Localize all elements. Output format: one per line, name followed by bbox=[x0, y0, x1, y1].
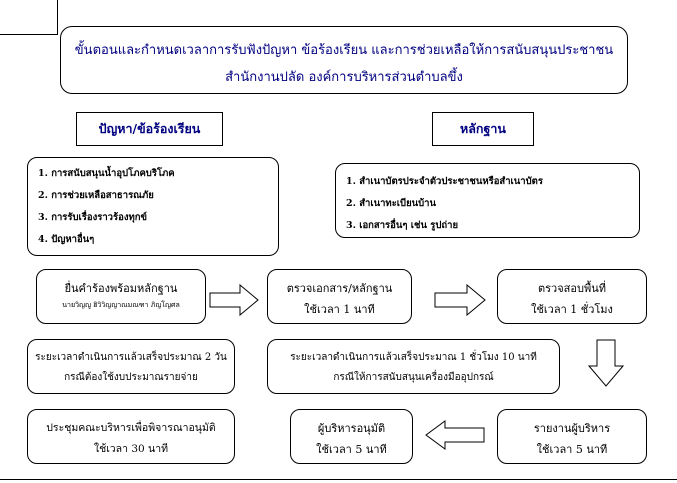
executive-approval-box: ผู้บริหารอนุมัติ ใช้เวลา 5 นาที bbox=[290, 409, 413, 464]
evidence-item-2: 2. สำเนาทะเบียนบ้าน bbox=[346, 198, 436, 209]
title-line-1: ขั้นตอนและกำหนดเวลาการรับฟังปัญหา ข้อร้อ… bbox=[74, 43, 614, 58]
right-arrow-2 bbox=[434, 284, 486, 316]
budget-case-box: ระยะเวลาดำเนินการแล้วเสร็จประมาณ 2 วัน ก… bbox=[27, 339, 235, 394]
check-documents-box: ตรวจเอกสาร/หลักฐาน ใช้เวลา 1 นาที bbox=[267, 269, 412, 324]
evidence-item-1: 1. สำเนาบัตรประจำตัวประชาชนหรือสำเนาบัตร bbox=[346, 176, 543, 187]
budget-case-condition: กรณีต้องใช้งบประมาณรายจ่าย bbox=[64, 372, 198, 383]
executive-approval-time: ใช้เวลา 5 นาที bbox=[316, 443, 387, 456]
inspect-area-box: ตรวจสอบพื้นที่ ใช้เวลา 1 ชั่วโมง bbox=[497, 269, 647, 324]
equipment-case-box: ระยะเวลาดำเนินการแล้วเสร็จประมาณ 1 ชั่วโ… bbox=[267, 339, 560, 394]
evidence-header: หลักฐาน bbox=[432, 112, 534, 146]
frame-bottom-line bbox=[0, 479, 677, 480]
right-arrow-1 bbox=[209, 284, 259, 316]
frame-corner bbox=[0, 0, 58, 35]
title-box: ขั้นตอนและกำหนดเวลาการรับฟังปัญหา ข้อร้อ… bbox=[60, 26, 628, 94]
problems-header: ปัญหา/ข้อร้องเรียน bbox=[76, 112, 223, 146]
evidence-item-3: 3. เอกสารอื่นๆ เช่น รูปถ่าย bbox=[346, 220, 459, 231]
problem-item-2: 2. การช่วยเหลือสาธารณภัย bbox=[38, 190, 154, 201]
equipment-case-condition: กรณีให้การสนับสนุนเครื่องมืออุปกรณ์ bbox=[333, 372, 494, 383]
left-arrow bbox=[425, 420, 485, 450]
problems-list-box: 1. การสนับสนุนน้ำอุปโภคบริโภค 2. การช่วย… bbox=[27, 157, 279, 256]
evidence-list-box: 1. สำเนาบัตรประจำตัวประชาชนหรือสำเนาบัตร… bbox=[335, 163, 640, 238]
down-arrow bbox=[588, 339, 624, 387]
report-executive-box: รายงานผู้บริหาร ใช้เวลา 5 นาที bbox=[497, 409, 647, 464]
equipment-case-duration: ระยะเวลาดำเนินการแล้วเสร็จประมาณ 1 ชั่วโ… bbox=[290, 352, 537, 363]
inspect-area-time: ใช้เวลา 1 ชั่วโมง bbox=[531, 303, 613, 316]
problem-item-4: 4. ปัญหาอื่นๆ bbox=[38, 234, 95, 245]
submit-request-box: ยื่นคำร้องพร้อมหลักฐาน นายวิญญู ฮิวิวิญญ… bbox=[36, 269, 206, 324]
submit-request-signer: นายวิญญู ฮิวิวิญญาณมณฑา ภิญโญศล bbox=[62, 301, 180, 309]
report-executive-time: ใช้เวลา 5 นาที bbox=[536, 443, 608, 456]
committee-meeting-time: ใช้เวลา 30 นาที bbox=[93, 443, 169, 455]
committee-meeting-box: ประชุมคณะบริหารเพื่อพิจารณาอนุมัติ ใช้เว… bbox=[27, 409, 235, 464]
problem-item-1: 1. การสนับสนุนน้ำอุปโภคบริโภค bbox=[38, 168, 175, 179]
report-executive-label: รายงานผู้บริหาร bbox=[533, 422, 611, 435]
executive-approval-label: ผู้บริหารอนุมัติ bbox=[317, 422, 386, 435]
problem-item-3: 3. การรับเรื่องราวร้องทุกข์ bbox=[38, 212, 147, 223]
check-documents-time: ใช้เวลา 1 นาที bbox=[304, 303, 375, 316]
inspect-area-label: ตรวจสอบพื้นที่ bbox=[538, 282, 606, 295]
committee-meeting-label: ประชุมคณะบริหารเพื่อพิจารณาอนุมัติ bbox=[46, 422, 216, 434]
submit-request-label: ยื่นคำร้องพร้อมหลักฐาน bbox=[64, 282, 178, 295]
budget-case-duration: ระยะเวลาดำเนินการแล้วเสร็จประมาณ 2 วัน bbox=[35, 352, 227, 363]
check-documents-label: ตรวจเอกสาร/หลักฐาน bbox=[286, 282, 393, 295]
title-line-2: สำนักงานปลัด องค์การบริหารส่วนตำบลขึ้ง bbox=[225, 70, 463, 85]
